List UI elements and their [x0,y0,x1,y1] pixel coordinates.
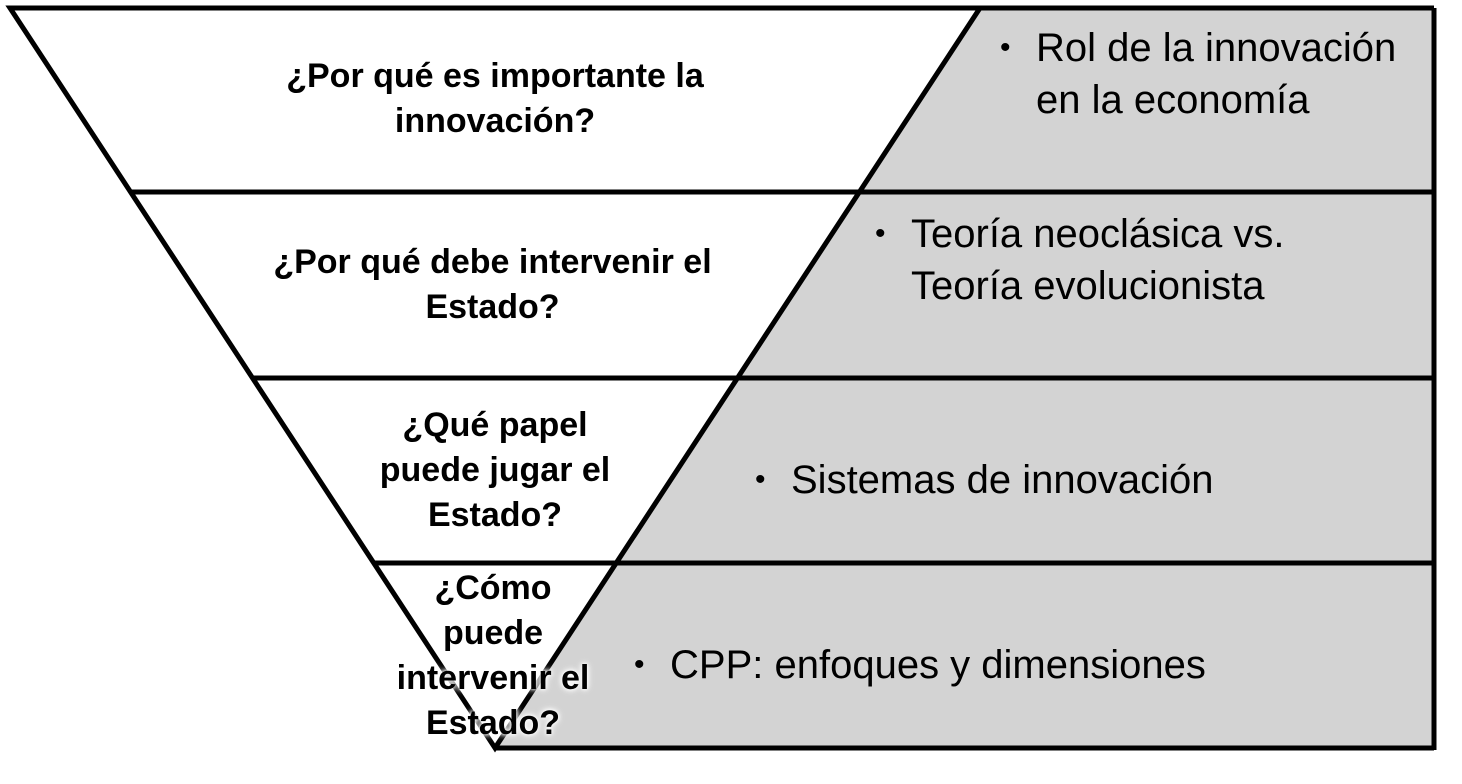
bullet-icon: • [755,463,766,496]
question-level-2: ¿Por qué debe intervenir el Estado? [273,243,712,326]
question-level-1: ¿Por qué es importante la innovación? [286,57,704,140]
question-level-3: ¿Qué papel puede jugar el Estado? [379,406,611,534]
question-level-4: ¿Cómo puede intervenir el Estado? [396,569,590,742]
answer-text-4: CPP: enfoques y dimensiones [670,643,1206,687]
answer-level-4: • CPP: enfoques y dimensiones [634,639,1374,691]
answer-text-1: Rol de la innovación en la economía [1036,26,1397,122]
bullet-icon: • [1000,31,1011,64]
answer-text-3: Sistemas de innovación [791,458,1214,502]
answer-panel-4 [495,563,1434,748]
answer-level-3: • Sistemas de innovación [755,454,1395,506]
answer-text-2: Teoría neoclásica vs. Teoría evolucionis… [911,212,1285,308]
answer-level-2: • Teoría neoclásica vs. Teoría evolucion… [875,208,1335,312]
bullet-icon: • [634,648,645,681]
answer-panel-3 [617,378,1434,563]
answer-panel-1 [860,8,1434,192]
answer-panel-2 [738,192,1434,378]
bullet-icon: • [875,217,886,250]
answer-level-1: • Rol de la innovación en la economía [1000,22,1430,126]
